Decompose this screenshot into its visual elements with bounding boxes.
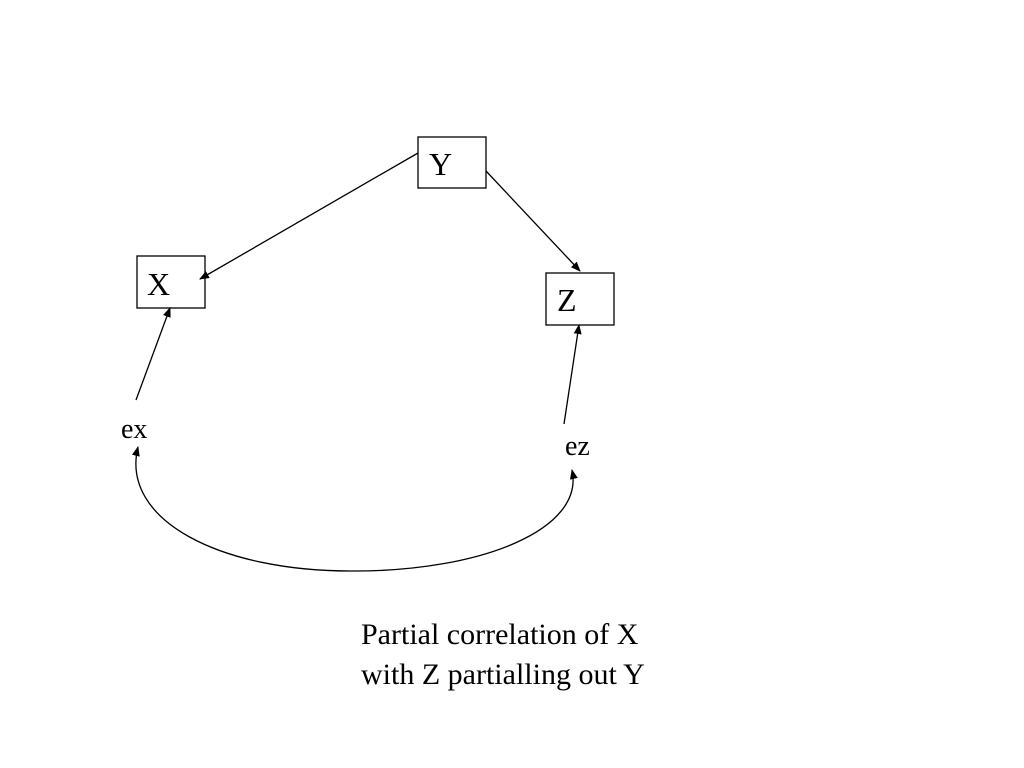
error-ex-label: ex <box>121 414 147 445</box>
caption-line-2: with Z partialling out Y <box>361 658 645 691</box>
covariance-arc-ex-ez <box>131 446 578 572</box>
node-y-box <box>417 136 487 189</box>
node-z-label: Z <box>557 282 577 318</box>
arrow-y-to-z <box>485 170 581 272</box>
diagram-caption: Partial correlation of X with Z partiall… <box>361 615 781 695</box>
node-z-box <box>545 272 615 326</box>
node-x-label: X <box>147 266 170 302</box>
caption-line-1: Partial correlation of X <box>361 618 639 651</box>
node-x-box <box>136 255 206 309</box>
arrow-ex-to-x <box>135 307 171 401</box>
error-ez-label: ez <box>565 431 590 462</box>
node-y-label: Y <box>429 146 452 182</box>
arrow-y-to-x <box>199 152 419 280</box>
arrow-ez-to-z <box>563 324 582 425</box>
